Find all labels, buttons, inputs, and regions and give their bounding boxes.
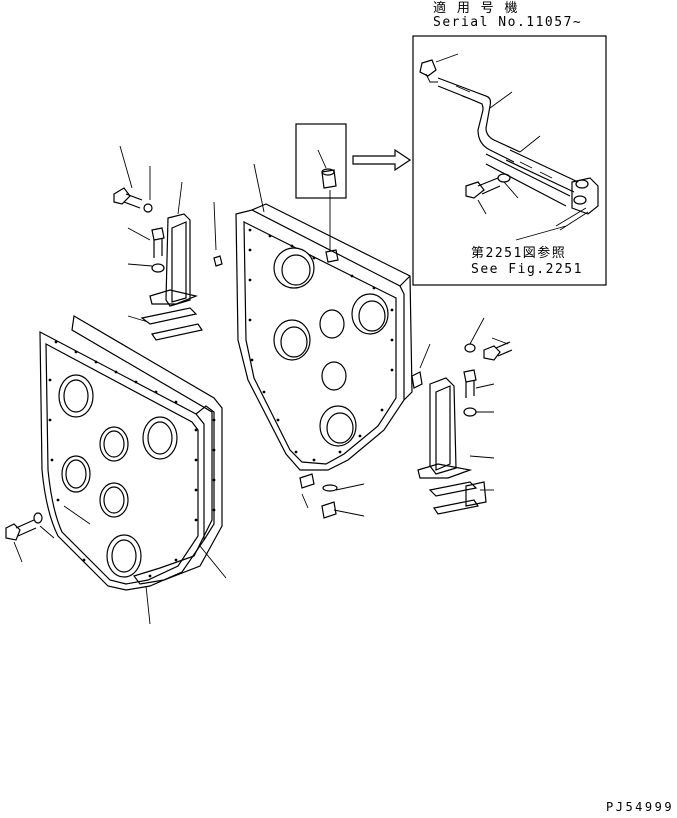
right-bracket [411,317,513,515]
case-bores [273,247,389,447]
cover-bores [58,374,178,578]
figure-reference-en: See Fig.2251 [471,262,583,277]
serial-applicability-title: 適 用 号 機 [433,1,519,16]
drawing-code: PJ54999 [606,800,675,814]
inset-box [412,35,607,286]
vent-plug-callout [295,123,347,252]
left-bracket [113,145,223,341]
figure-reference-jp: 第2251図参照 [471,246,567,261]
right-arrow-icon [352,148,412,172]
main-case [235,163,413,519]
serial-number-label: Serial No.11057~ [433,15,583,30]
left-cover-assembly [5,315,227,625]
